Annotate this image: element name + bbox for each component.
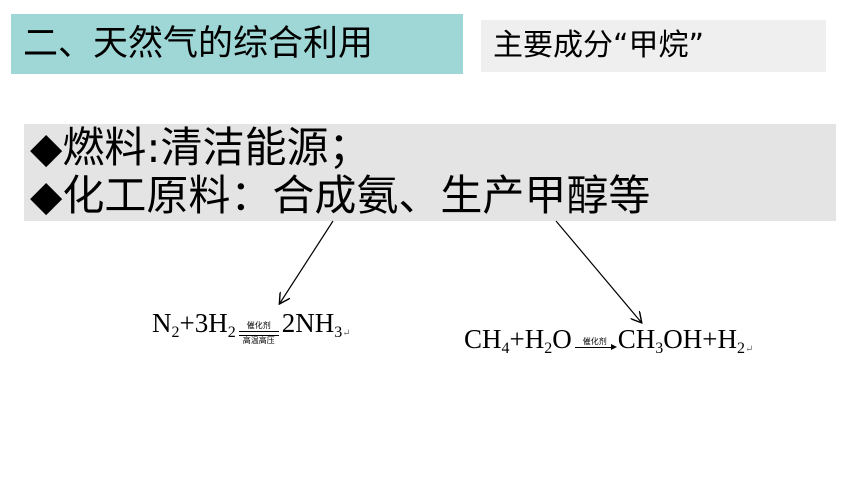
bullet-chemical-text: 化工原料：合成氨、生产甲醇等	[62, 171, 651, 220]
eq2-oh-h: OH+H	[663, 324, 737, 354]
eq1-h-sub: 2	[227, 324, 236, 341]
eq2-ch3: CH	[617, 324, 656, 354]
eq2-ch3-sub: 3	[655, 340, 664, 357]
arrow-to-ammonia	[280, 220, 334, 303]
bullet-chemical: ◆化工原料：合成氨、生产甲醇等	[30, 172, 650, 220]
equilibrium-sign-icon	[238, 331, 279, 336]
eq1-nh: 2NH	[281, 308, 335, 338]
eq2-ch: CH	[464, 324, 502, 354]
eq2-blank	[593, 348, 596, 358]
eq2-ch-sub: 4	[501, 340, 510, 357]
arrow-to-methanol	[555, 220, 641, 322]
bullet-fuel-text: 燃料:清洁能源；	[62, 123, 371, 172]
eq2-conditions: 催化剂	[574, 337, 617, 358]
eq1-conditions: 催化剂 高温高压	[238, 321, 279, 346]
eq1-n-sub: 2	[171, 324, 180, 341]
eq2-h: +H	[509, 324, 545, 354]
eq2-h2-sub: 2	[737, 340, 745, 357]
paragraph-mark-icon: ↵	[745, 344, 754, 355]
eq1-n: N	[152, 308, 172, 338]
eq1-high-temp-pressure: 高温高压	[242, 336, 275, 345]
diamond-bullet-icon: ◆	[30, 171, 63, 220]
bullet-list: ◆燃料:清洁能源； ◆化工原料：合成氨、生产甲醇等	[24, 124, 836, 221]
eq1-h: +3H	[179, 308, 228, 338]
bullet-fuel: ◆燃料:清洁能源；	[30, 124, 370, 172]
eq2-h-sub: 2	[544, 340, 553, 357]
eq2-o: O	[552, 324, 572, 354]
diamond-bullet-icon: ◆	[30, 123, 63, 172]
main-component-label: 主要成分“甲烷”	[481, 20, 826, 72]
eq1-nh-sub: 3	[334, 324, 343, 341]
reaction-arrow-icon	[574, 344, 617, 350]
eq2-catalyst: 催化剂	[582, 337, 607, 346]
eq1-catalyst: 催化剂	[246, 321, 271, 330]
paragraph-mark-icon: ↵	[342, 328, 351, 339]
section-title: 二、天然气的综合利用	[11, 14, 463, 74]
